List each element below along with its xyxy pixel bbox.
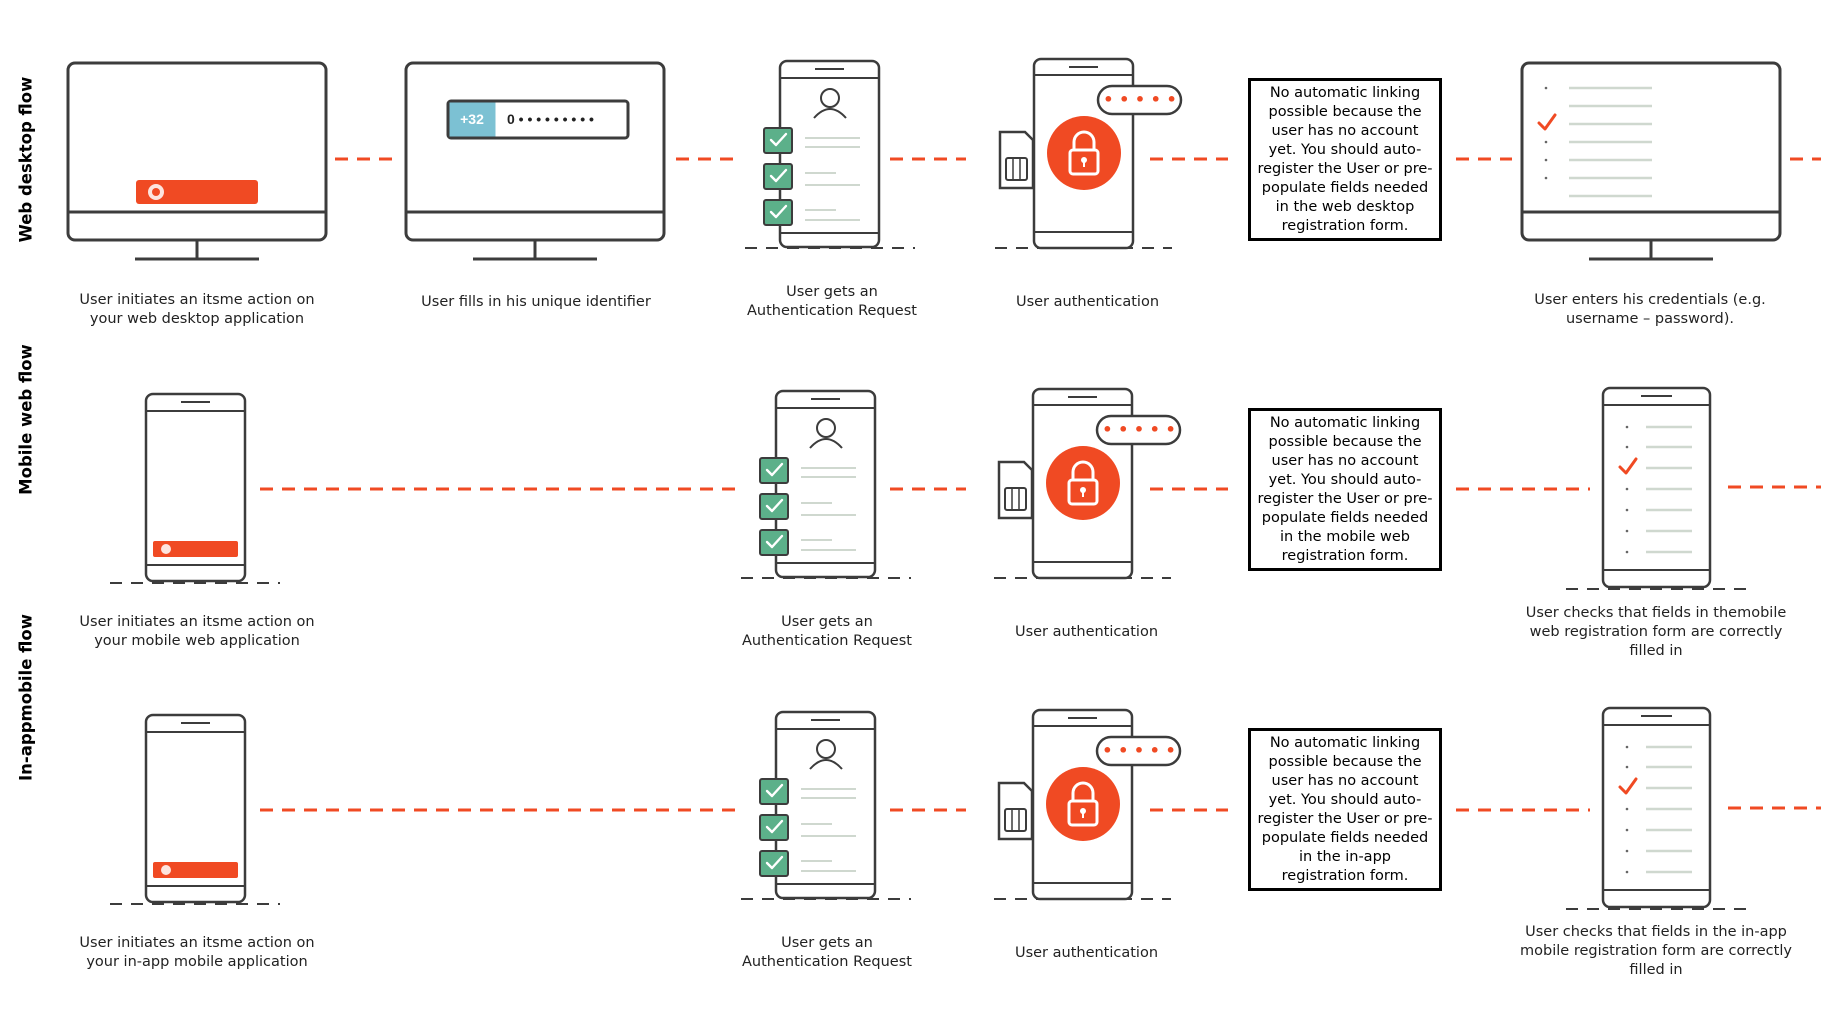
no-linking-note-mobile-web: No automatic linking possible because th… [1248,408,1442,571]
desktop-registration-form-icon [1520,61,1782,261]
caption-authentication-web-desktop: User authentication [1015,294,1160,310]
mobile-registration-form-icon [1566,386,1750,590]
pin-mask-text: • • • • • [1102,420,1175,439]
mobile-registration-form-icon [1566,706,1750,910]
authentication-phone-lock-icon [994,387,1182,580]
itsme-action-button-icon [136,180,258,204]
authentication-phone-lock-icon [995,57,1183,250]
auth-request-phone-icon [741,389,911,579]
auth-request-phone-icon [741,710,911,900]
caption-check-fields-mobile-web: User checks that fields in themobile web… [1525,605,1787,659]
caption-initiate-mobile-web: User initiates an itsme action on your m… [79,614,315,649]
desktop-identifier-monitor-icon [404,61,666,261]
no-linking-note-in-app: No automatic linking possible because th… [1248,728,1442,891]
caption-check-fields-in-app: User checks that fields in the in-app mo… [1520,924,1792,978]
caption-initiate-web-desktop: User initiates an itsme action on your w… [79,292,315,327]
caption-auth-request-in-app: User gets an Authentication Request [742,935,912,970]
authentication-phone-lock-icon [994,708,1182,901]
caption-authentication-in-app: User authentication [1014,945,1159,961]
auth-request-phone-icon [745,59,915,249]
country-code-text: +32 [460,111,484,127]
caption-authentication-mobile-web: User authentication [1014,624,1159,640]
pin-mask-text: • • • • • [1103,90,1176,109]
phone-number-mask-text: 0 • • • • • • • • • [507,111,594,127]
caption-auth-request-mobile-web: User gets an Authentication Request [742,614,912,649]
caption-initiate-in-app: User initiates an itsme action on your i… [79,935,315,970]
in-app-phone-icon [110,713,280,905]
mobile-web-phone-icon [110,392,280,584]
caption-enter-credentials: User enters his credentials (e.g. userna… [1534,292,1766,327]
pin-mask-text: • • • • • [1102,741,1175,760]
caption-fill-identifier: User fills in his unique identifier [421,294,651,310]
caption-auth-request-web-desktop: User gets an Authentication Request [747,284,917,319]
no-linking-note-web-desktop: No automatic linking possible because th… [1248,78,1442,241]
desktop-monitor-icon [66,61,328,261]
